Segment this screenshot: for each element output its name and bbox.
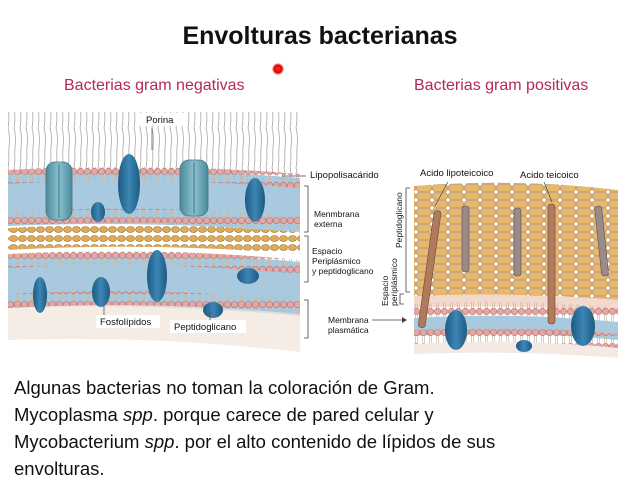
label-membrana-externa-1: Menmbrana xyxy=(314,209,360,219)
label-peptidoglicano: Peptidoglicano xyxy=(174,322,236,333)
membrane-protein xyxy=(245,178,265,222)
membrane-protein xyxy=(118,154,140,214)
membrane-protein xyxy=(516,340,532,352)
label-peptidoglicano-vertical: Peptidoglicano xyxy=(394,192,404,248)
label-espacio-periplasmico-2: periplásmico xyxy=(389,258,399,306)
caption-line-2-italic: spp xyxy=(122,404,153,425)
membrane-protein xyxy=(33,277,47,313)
membrane-protein xyxy=(571,306,595,346)
membrane-protein xyxy=(147,250,167,302)
label-fosfolipidos: Fosfolípidos xyxy=(100,317,151,328)
membrane-protein xyxy=(203,302,223,318)
label-espacio-3: y peptidoglicano xyxy=(312,266,374,276)
label-espacio-1: Espacio xyxy=(312,246,343,256)
gram-negative-diagram xyxy=(8,112,309,352)
lipoteichoic-acid xyxy=(547,203,556,325)
teichoic-acid xyxy=(461,205,470,273)
membrane-protein xyxy=(92,277,110,307)
caption-line-4: envolturas. xyxy=(14,458,105,479)
membrane-protein xyxy=(445,310,467,350)
caption-line-3a: Mycobacterium xyxy=(14,431,145,452)
slide-caption: Algunas bacterias no toman la coloración… xyxy=(14,374,630,482)
label-membrana-plasmatica-1: Membrana xyxy=(328,315,369,325)
teichoic-acid xyxy=(594,205,609,277)
label-espacio-periplasmico-1: Espacio xyxy=(380,275,390,306)
gram-positive-diagram xyxy=(399,181,618,358)
slide-title: Envolturas bacterianas xyxy=(182,22,458,50)
label-membrana-externa-2: externa xyxy=(314,219,343,229)
label-porina: Porina xyxy=(146,115,174,126)
teichoic-acid xyxy=(513,207,522,277)
caption-line-3b: . por el alto contenido de lípidos de su… xyxy=(174,431,496,452)
caption-line-1: Algunas bacterias no toman la coloración… xyxy=(14,377,435,398)
caption-line-2b: . porque carece de pared celular y xyxy=(152,404,434,425)
membrane-protein xyxy=(237,268,259,284)
caption-line-2a: Mycoplasma xyxy=(14,404,123,425)
gram-positive-heading: Bacterias gram positivas xyxy=(414,77,589,94)
membrane-protein xyxy=(91,202,105,222)
laser-pointer-dot xyxy=(272,63,284,75)
label-espacio-2: Periplásmico xyxy=(312,256,361,266)
label-lipopolisacarido: Lipopolisacárido xyxy=(310,170,379,181)
caption-line-3-italic: spp xyxy=(144,431,175,452)
label-membrana-plasmatica-2: plasmática xyxy=(328,325,369,335)
label-acido-teicoico: Acido teicoico xyxy=(520,170,579,181)
label-acido-lipoteicoico: Acido lipoteicoico xyxy=(420,168,493,179)
lipoteichoic-acid xyxy=(418,210,442,328)
gram-negative-heading: Bacterias gram negativas xyxy=(64,77,245,94)
